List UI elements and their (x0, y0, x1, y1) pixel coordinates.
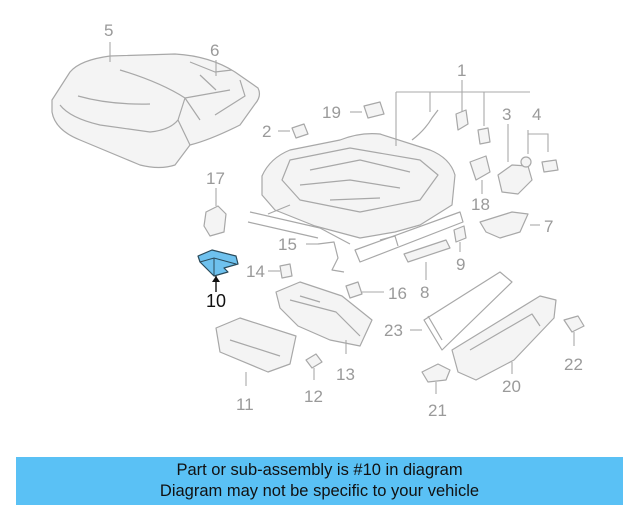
callout-16: 16 (388, 284, 407, 303)
drawer-part-11 (215, 317, 297, 373)
side-shield-part-20 (451, 295, 557, 381)
callout-7: 7 (544, 217, 553, 236)
wire-frame-part-23 (423, 271, 513, 351)
callout-14: 14 (246, 262, 265, 281)
highlighted-part-10 (197, 249, 239, 277)
tray-part-13 (275, 281, 373, 347)
callout-22: 22 (564, 355, 583, 374)
callout-17: 17 (206, 169, 225, 188)
seat-frame-part (247, 133, 464, 263)
bolt-parts (520, 156, 559, 173)
parts-diagram: 5 6 1 3 4 19 2 (51, 21, 585, 420)
callout-13: 13 (336, 365, 355, 384)
cover-part-9 (453, 225, 467, 243)
callout-9: 9 (456, 255, 465, 274)
cable-part-15 (317, 241, 345, 273)
callout-23: 23 (384, 321, 403, 340)
clip-part-16 (345, 281, 363, 299)
callout-4: 4 (532, 105, 541, 124)
knob-part-22 (563, 315, 585, 333)
cover-part-21 (421, 363, 451, 383)
callout-19: 19 (322, 103, 341, 122)
callout-12: 12 (304, 387, 323, 406)
frame-clip-parts (411, 109, 491, 145)
callout-15: 15 (278, 235, 297, 254)
callout-11: 11 (236, 395, 254, 414)
callout-1: 1 (457, 61, 466, 80)
callout-20: 20 (502, 377, 521, 396)
callout-10: 10 (206, 291, 226, 311)
banner-line-1: Part or sub-assembly is #10 in diagram (176, 461, 463, 479)
callout-6: 6 (210, 41, 219, 60)
harness-clip-part (363, 101, 385, 119)
bracket-part-7 (479, 211, 529, 239)
bolt-part-2 (291, 123, 309, 139)
recliner-cover-part (497, 164, 533, 195)
callout-8: 8 (420, 283, 429, 302)
callout-18: 18 (471, 195, 490, 214)
side-trim-part-8 (403, 239, 451, 263)
clip-part-12 (305, 353, 323, 369)
callout-5: 5 (104, 21, 113, 40)
bracket-part-18 (469, 155, 491, 181)
banner-line-2: Diagram may not be specific to your vehi… (159, 482, 480, 500)
callout-21: 21 (428, 401, 447, 420)
callout-2: 2 (262, 122, 271, 141)
bracket-part-17 (203, 205, 227, 237)
bolt-part-14 (279, 263, 293, 279)
callout-3: 3 (502, 105, 511, 124)
seat-cushion-part (51, 53, 261, 169)
info-banner: Part or sub-assembly is #10 in diagram D… (16, 457, 623, 505)
